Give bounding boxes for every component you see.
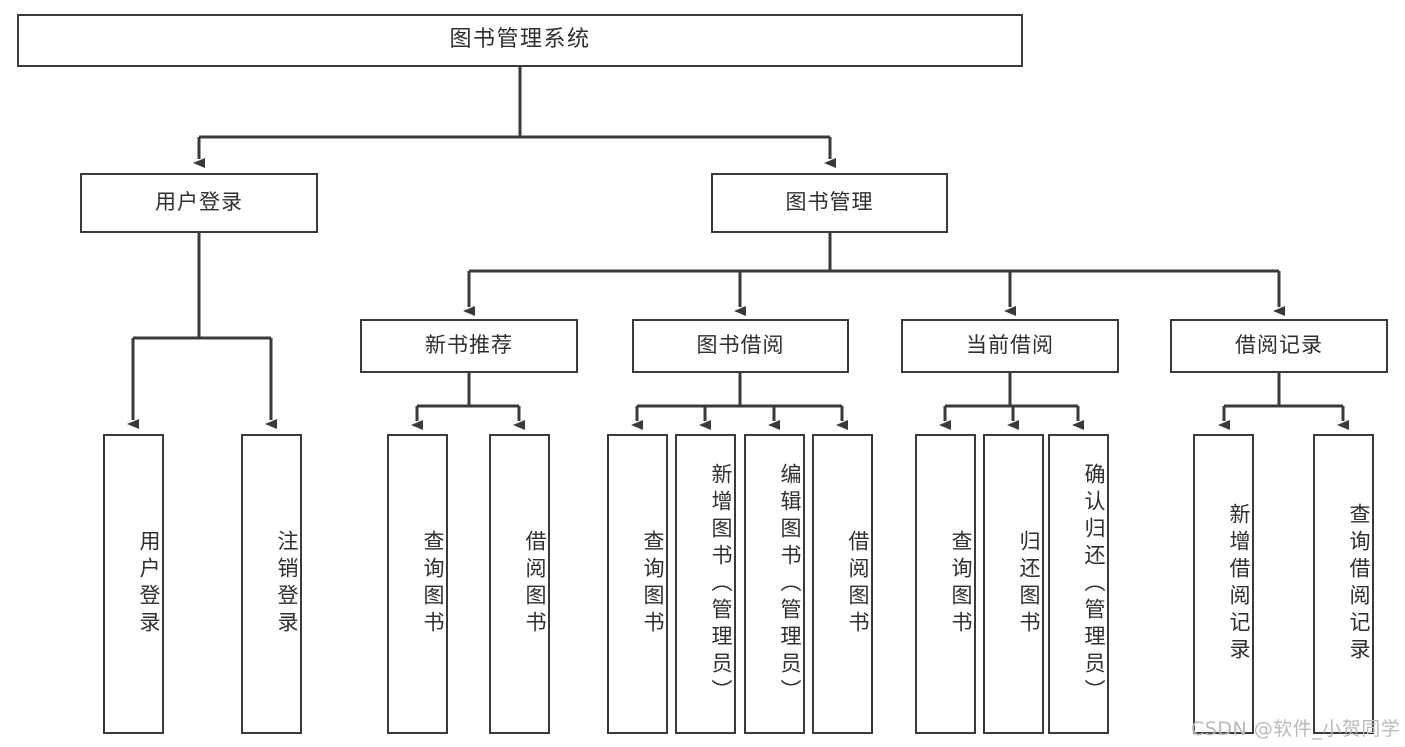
node-book-borrow-label: 图书借阅: [696, 333, 785, 358]
leaf-bb-add-book[interactable]: 新增图书（管理员）: [675, 434, 736, 734]
leaf-cb-confirm-return-label: 确认归还（管理员）: [1082, 462, 1106, 706]
leaf-nb-borrow-book-label: 借阅图书: [523, 530, 547, 638]
leaf-cb-return-book[interactable]: 归还图书: [983, 434, 1044, 734]
node-user-login[interactable]: 用户登录: [80, 173, 318, 233]
leaf-br-add-record-label: 新增借阅记录: [1227, 503, 1251, 665]
node-book-borrow[interactable]: 图书借阅: [632, 319, 849, 373]
leaf-nb-borrow-book[interactable]: 借阅图书: [489, 434, 550, 734]
leaf-br-query-record-label: 查询借阅记录: [1347, 503, 1371, 665]
node-root-system-label: 图书管理系统: [449, 27, 591, 53]
leaf-bb-query-book-label: 查询图书: [641, 530, 665, 638]
node-current-borrow[interactable]: 当前借阅: [901, 319, 1119, 373]
leaf-bb-add-book-label: 新增图书（管理员）: [709, 462, 733, 706]
node-root-system[interactable]: 图书管理系统: [17, 14, 1023, 67]
leaf-bb-borrow-book[interactable]: 借阅图书: [812, 434, 873, 734]
node-borrow-record-label: 借阅记录: [1235, 333, 1323, 358]
leaf-cb-query-book[interactable]: 查询图书: [915, 434, 976, 734]
csdn-watermark: CSDN @软件_小贺同学: [1191, 718, 1401, 740]
node-new-book-recommend[interactable]: 新书推荐: [360, 319, 578, 373]
leaf-bb-edit-book-label: 编辑图书（管理员）: [778, 462, 802, 706]
leaf-logout[interactable]: 注销登录: [241, 434, 302, 734]
leaf-cb-return-book-label: 归还图书: [1017, 530, 1041, 638]
node-current-borrow-label: 当前借阅: [966, 333, 1054, 358]
leaf-bb-edit-book[interactable]: 编辑图书（管理员）: [744, 434, 805, 734]
node-book-management-label: 图书管理: [785, 190, 874, 215]
leaf-user-login-label: 用户登录: [137, 530, 161, 638]
leaf-cb-confirm-return[interactable]: 确认归还（管理员）: [1048, 434, 1109, 734]
leaf-nb-query-book-label: 查询图书: [421, 530, 445, 638]
leaf-bb-borrow-book-label: 借阅图书: [846, 530, 870, 638]
leaf-user-login[interactable]: 用户登录: [103, 434, 164, 734]
node-user-login-label: 用户登录: [155, 190, 243, 215]
leaf-logout-label: 注销登录: [275, 530, 299, 638]
leaf-bb-query-book[interactable]: 查询图书: [607, 434, 668, 734]
node-book-management[interactable]: 图书管理: [711, 173, 948, 233]
leaf-br-query-record[interactable]: 查询借阅记录: [1313, 434, 1374, 734]
leaf-nb-query-book[interactable]: 查询图书: [387, 434, 448, 734]
leaf-cb-query-book-label: 查询图书: [949, 530, 973, 638]
leaf-br-add-record[interactable]: 新增借阅记录: [1193, 434, 1254, 734]
node-borrow-record[interactable]: 借阅记录: [1170, 319, 1388, 373]
node-new-book-recommend-label: 新书推荐: [425, 333, 513, 358]
